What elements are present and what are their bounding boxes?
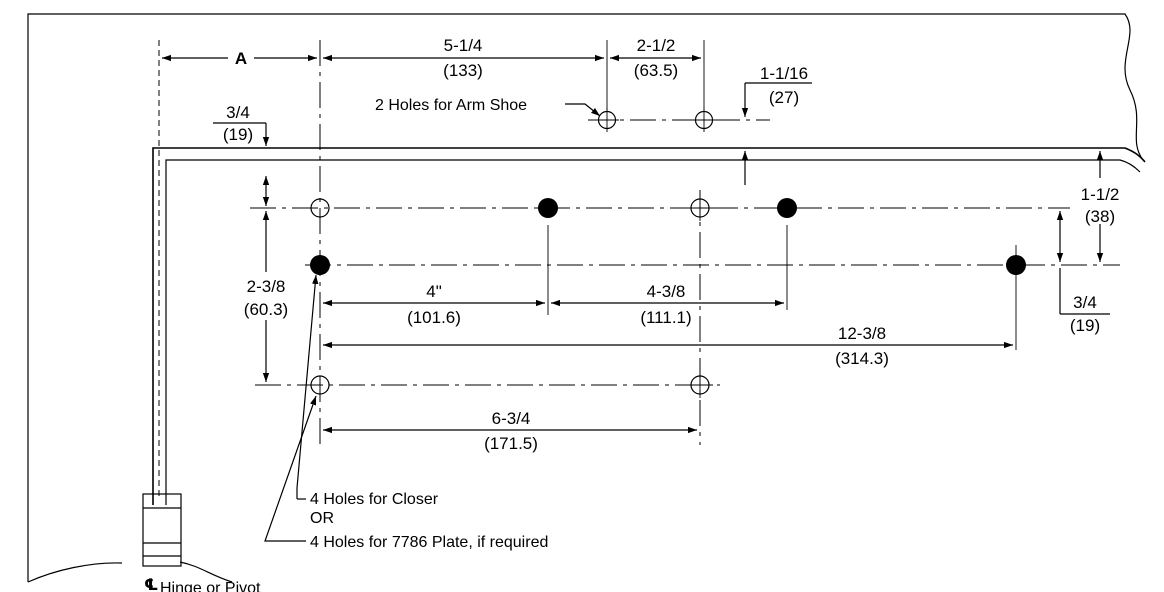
dim-3-4-top-label: 3/4: [226, 103, 250, 122]
open-hole-r3-c320: [310, 375, 330, 395]
dim-6-3-4-label: 6-3/4: [492, 409, 531, 428]
dim-2-1-2-label: 2-1/2: [637, 36, 676, 55]
closer-leader: [296, 274, 319, 499]
dim-1-1-16-mm: (27): [769, 88, 799, 107]
dim-2-1-2-mm: (63.5): [634, 61, 678, 80]
dim-4-3-8-mm: (111.1): [640, 308, 691, 327]
filled-hole-r2-c320: [310, 255, 330, 275]
arm-shoe-note: 2 Holes for Arm Shoe: [375, 97, 527, 114]
dim-4-mm: (101.6): [407, 308, 461, 327]
dim-5-1-4-label: 5-1/4: [444, 36, 483, 55]
plate-note: 4 Holes for 7786 Plate, if required: [310, 534, 548, 551]
plate-leader: [264, 395, 317, 542]
hinge-note: Hinge or Pivot: [160, 580, 261, 592]
arm-shoe-hole-right: [692, 108, 716, 132]
arm-shoe-hole-left: [595, 108, 619, 132]
or-note: OR: [310, 510, 334, 527]
dim-3-4-right-mm: (19): [1070, 316, 1100, 335]
dim-a-label: A: [235, 49, 247, 68]
open-hole-r1-c700: [687, 195, 713, 221]
dim-1-1-16-label: 1-1/16: [760, 64, 808, 83]
frame-bottom-right-break: [179, 561, 233, 583]
open-hole-r1-c320: [310, 198, 330, 218]
dim-2-3-8-label: 2-3/8: [247, 277, 286, 296]
open-hole-r3-c700: [687, 372, 713, 398]
frame-bottom-break: [27, 562, 123, 583]
hinge-block: [142, 493, 182, 567]
dim-5-1-4-mm: (133): [443, 61, 483, 80]
dim-12-3-8-mm: (314.3): [835, 349, 889, 368]
dim-12-3-8-label: 12-3/8: [838, 324, 886, 343]
dim-1-1-2-label: 1-1/2: [1081, 185, 1120, 204]
dim-4-label: 4": [426, 282, 442, 301]
filled-hole-r1-c787: [777, 198, 797, 218]
frame-outline: [27, 13, 1144, 582]
centerline-symbol: ℄: [144, 577, 158, 592]
dim-4-3-8-label: 4-3/8: [647, 282, 686, 301]
dim-3-4-top-mm: (19): [223, 125, 253, 144]
filled-hole-r2-c1016: [1006, 255, 1026, 275]
closer-note: 4 Holes for Closer: [310, 491, 439, 508]
dim-6-3-4-mm: (171.5): [484, 434, 538, 453]
dim-3-4-right-label: 3/4: [1073, 293, 1097, 312]
filled-hole-r1-c548: [538, 198, 558, 218]
door-top-edge-outer: [152, 147, 1146, 505]
dim-1-1-2-mm: (38): [1085, 207, 1115, 226]
arm-shoe-leader: [565, 103, 601, 117]
door-top-edge-inner: [165, 159, 1141, 505]
dim-2-3-8-mm: (60.3): [244, 300, 288, 319]
